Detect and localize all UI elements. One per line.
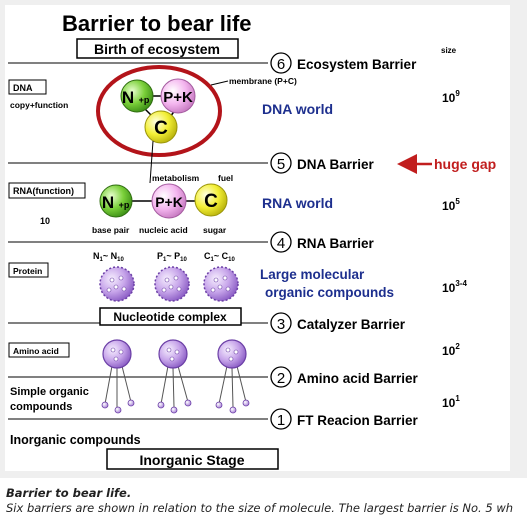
rna-world-label: RNA world bbox=[262, 195, 333, 211]
base-pair-label: base pair bbox=[92, 225, 130, 235]
rna-pk-circle: P+K bbox=[151, 183, 187, 219]
caption-text: Six barriers are shown in relation to th… bbox=[6, 501, 514, 515]
dna-c-stem bbox=[149, 140, 154, 184]
barrier-3-number: 3 bbox=[277, 316, 285, 333]
protein-ball-n bbox=[99, 266, 135, 302]
inorganic-stage-label: Inorganic Stage bbox=[139, 452, 244, 468]
figure-area bbox=[5, 5, 510, 471]
protein-ball-c bbox=[203, 266, 239, 302]
amino-cluster-p bbox=[157, 339, 192, 414]
dna-pk-text: P+K bbox=[163, 89, 193, 106]
inorganic-stage-box bbox=[106, 448, 279, 470]
barrier-3-label: Catalyzer Barrier bbox=[297, 317, 406, 332]
size-simple-organic: 101 bbox=[442, 394, 460, 410]
caption-title: Barrier to bear life. bbox=[6, 486, 132, 500]
size-dna: 109 bbox=[442, 89, 460, 105]
rna-pk-text: P+K bbox=[155, 194, 183, 210]
caption: Barrier to bear life. Six barriers are s… bbox=[6, 486, 527, 516]
p-range-label: P1~ P10 bbox=[157, 251, 187, 263]
barrier-2-label: Amino acid Barrier bbox=[297, 371, 419, 386]
simple-organic-label-2: compounds bbox=[10, 401, 72, 413]
n-range-label: N1~ N10 bbox=[93, 251, 124, 263]
rna-n-text: N bbox=[102, 193, 114, 212]
protein-box bbox=[8, 262, 49, 278]
dna-n-circle: N +p bbox=[120, 79, 154, 113]
barrier-6-number: 6 bbox=[277, 56, 285, 73]
inorganic-compounds-label: Inorganic compounds bbox=[10, 433, 141, 447]
diagram-title: Barrier to bear life bbox=[62, 11, 252, 36]
amino-acid-box bbox=[8, 342, 70, 358]
barrier-4-label: RNA Barrier bbox=[297, 236, 375, 251]
dna-n-text: N bbox=[122, 88, 134, 107]
rna-c-text: C bbox=[204, 191, 218, 212]
protein-label: Protein bbox=[13, 266, 42, 276]
barrier-5: 5 DNA Barrier bbox=[270, 152, 375, 174]
sugar-label: sugar bbox=[203, 225, 227, 235]
c-range-label: C1~ C10 bbox=[204, 251, 235, 263]
dna-world-label: DNA world bbox=[262, 101, 333, 117]
barrier-3: 3 Catalyzer Barrier bbox=[270, 312, 406, 334]
barrier-2: 2 Amino acid Barrier bbox=[270, 366, 419, 388]
amino-acid-label: Amino acid bbox=[13, 346, 59, 356]
size-header: size bbox=[441, 46, 457, 55]
dna-pk-circle: P+K bbox=[160, 78, 196, 114]
metabolism-label: metabolism bbox=[152, 173, 200, 183]
copy-function-label: copy+function bbox=[10, 100, 68, 110]
large-molecular-label: Large molecular bbox=[260, 267, 365, 282]
size-large-molecular: 103-4 bbox=[442, 279, 467, 295]
size-amino-acid: 102 bbox=[442, 342, 460, 358]
rna-function-box bbox=[8, 182, 86, 199]
barrier-diagram: Barrier to bear life Birth of ecosystem … bbox=[8, 11, 496, 470]
rna-n-circle: N +p bbox=[99, 184, 133, 218]
nucleic-acid-label: nucleic acid bbox=[139, 225, 188, 235]
dna-c-circle: C bbox=[144, 110, 178, 144]
birth-of-ecosystem-box bbox=[76, 38, 239, 59]
simple-organic-label-1: Simple organic bbox=[10, 386, 89, 398]
organic-compounds-label: organic compounds bbox=[265, 285, 394, 300]
barrier-2-number: 2 bbox=[277, 370, 285, 387]
amino-cluster-c bbox=[215, 339, 250, 414]
barrier-1-label: FT Reacion Barrier bbox=[297, 413, 419, 428]
membrane-label: membrane (P+C) bbox=[229, 76, 297, 86]
size-rna: 105 bbox=[442, 197, 460, 213]
dna-membrane-ellipse bbox=[96, 65, 222, 157]
rna-function-label: RNA(function) bbox=[13, 186, 74, 196]
protein-ball-p bbox=[154, 266, 190, 302]
nucleotide-complex-label: Nucleotide complex bbox=[113, 310, 227, 324]
huge-gap-label: huge gap bbox=[434, 156, 496, 172]
rna-c-circle: C bbox=[194, 183, 228, 217]
rna-ten-label: 10 bbox=[40, 216, 50, 226]
barrier-4: 4 RNA Barrier bbox=[270, 231, 375, 253]
nucleotide-complex-box bbox=[99, 307, 242, 326]
dna-c-text: C bbox=[154, 118, 168, 139]
barrier-5-label: DNA Barrier bbox=[297, 157, 375, 172]
barrier-5-number: 5 bbox=[277, 156, 285, 173]
barrier-6: 6 Ecosystem Barrier bbox=[270, 52, 417, 74]
barrier-4-number: 4 bbox=[277, 235, 285, 252]
barrier-1: 1 FT Reacion Barrier bbox=[270, 408, 419, 430]
figure-panel bbox=[0, 0, 527, 478]
dna-n-sub: +p bbox=[139, 95, 150, 105]
barrier-1-number: 1 bbox=[277, 412, 285, 429]
birth-of-ecosystem-label: Birth of ecosystem bbox=[94, 41, 220, 57]
dna-box bbox=[8, 79, 47, 95]
barrier-6-label: Ecosystem Barrier bbox=[297, 57, 417, 72]
dna-box-label: DNA bbox=[13, 83, 33, 93]
fuel-label: fuel bbox=[218, 173, 233, 183]
membrane-pointer bbox=[210, 80, 229, 86]
amino-cluster-n bbox=[101, 339, 135, 414]
rna-n-sub: +p bbox=[119, 200, 130, 210]
